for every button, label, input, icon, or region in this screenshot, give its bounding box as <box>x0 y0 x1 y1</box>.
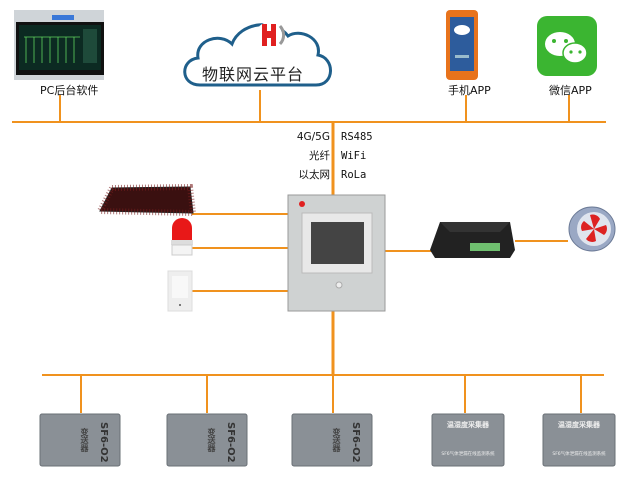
alarm-light-icon <box>171 218 193 256</box>
monitor-icon <box>14 10 104 80</box>
device-sublabel: 变送器 <box>80 428 89 452</box>
humidity-collector-icon <box>542 413 616 467</box>
device-sublabel: 变送器 <box>332 428 341 452</box>
protocol-label: WiFi <box>341 150 367 162</box>
phone-icon <box>446 10 478 80</box>
controller-module-icon <box>430 222 515 258</box>
protocol-label: 以太网 <box>298 169 331 181</box>
device-label: 温湿度采集器 <box>447 421 489 429</box>
device-sublabel: SF6气体泄漏在线监测系统 <box>552 452 606 457</box>
protocol-label: RoLa <box>341 169 367 181</box>
sf6-transmitter-icon <box>39 413 121 467</box>
wechat-app-label: 微信APP <box>549 84 592 97</box>
device-label: SF6-O2 <box>98 422 109 463</box>
device-label: 温湿度采集器 <box>558 421 600 429</box>
phone-app-label: 手机APP <box>448 84 491 97</box>
connection-lines <box>12 90 606 413</box>
monitoring-unit-icon <box>287 194 386 312</box>
device-label: SF6-O2 <box>350 422 361 463</box>
device-sublabel: 变送器 <box>207 428 216 452</box>
sf6-transmitter-icon <box>291 413 373 467</box>
uplink-protocols: 4G/5G 光纤 以太网 <box>297 128 330 185</box>
protocol-label: RS485 <box>341 131 373 143</box>
infrared-sensor-icon <box>167 270 193 312</box>
protocol-label: 4G/5G <box>296 131 330 143</box>
bottom-device-bodies <box>39 413 616 467</box>
sf6-transmitter: SF6-O2 变送器 <box>45 416 115 466</box>
led-display-icon <box>95 183 197 217</box>
protocol-label: 光纤 <box>309 150 330 162</box>
sf6-transmitter-icon <box>166 413 248 467</box>
humidity-collector: 温湿度采集器 SF6气体泄漏在线监测系统 <box>543 414 615 464</box>
pc-software-label: PC后台软件 <box>40 84 99 97</box>
humidity-collector-icon <box>431 413 505 467</box>
device-sublabel: SF6气体泄漏在线监测系统 <box>441 452 495 457</box>
humidity-collector: 温湿度采集器 SF6气体泄漏在线监测系统 <box>432 414 504 464</box>
cloud-platform-label: 物联网云平台 <box>202 65 305 84</box>
exhaust-fan-icon <box>568 206 616 252</box>
sf6-transmitter: SF6-O2 变送器 <box>297 416 367 466</box>
field-protocols: RS485 WiFi RoLa <box>341 128 373 185</box>
wechat-icon <box>537 16 597 76</box>
sf6-transmitter: SF6-O2 变送器 <box>172 416 242 466</box>
cloud-icon <box>183 22 332 87</box>
device-label: SF6-O2 <box>225 422 236 463</box>
